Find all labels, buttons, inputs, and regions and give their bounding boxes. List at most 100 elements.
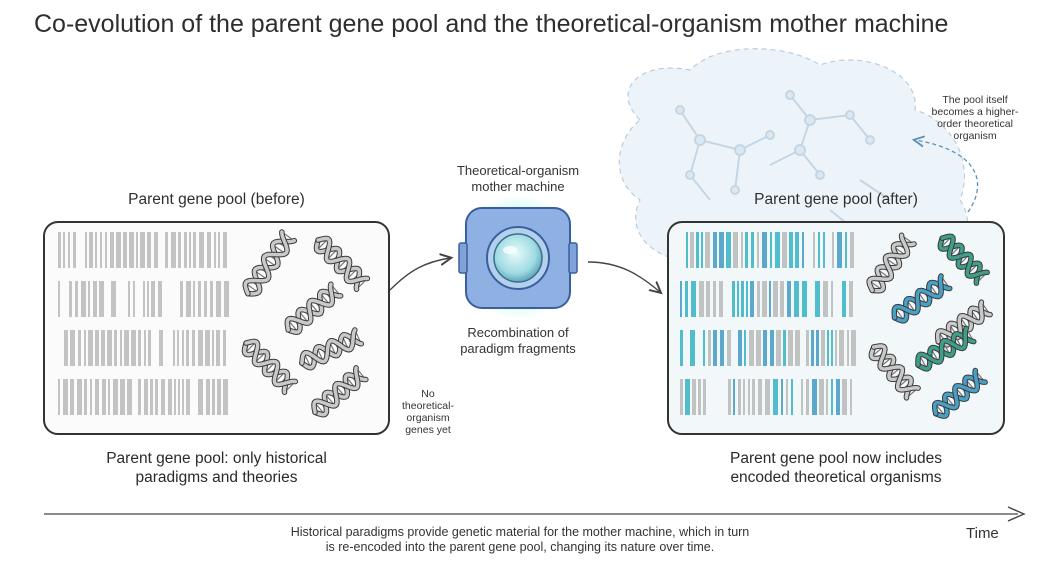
dna-helix-icon (931, 367, 988, 419)
stripe (182, 330, 184, 366)
stripe (165, 232, 168, 268)
stripe (720, 330, 724, 366)
stripe (850, 232, 854, 268)
stripe (78, 330, 81, 366)
stripe (786, 379, 788, 415)
stripe (124, 330, 129, 366)
stripe (690, 330, 695, 366)
stripe (763, 330, 767, 366)
stripe (95, 379, 99, 415)
stripe (752, 379, 755, 415)
page-title: Co-evolution of the parent gene pool and… (34, 10, 949, 38)
stripe (198, 330, 203, 366)
stripe (732, 281, 735, 317)
stripe (750, 281, 754, 317)
stripe (813, 232, 815, 268)
stripe (198, 379, 203, 415)
dna-helix-icon (241, 338, 299, 396)
stripe (781, 379, 783, 415)
stripe (719, 281, 723, 317)
stripe (138, 330, 141, 366)
stripe (849, 281, 853, 317)
stripe (713, 232, 717, 268)
stripe (58, 232, 61, 268)
stripe (107, 330, 112, 366)
stripe (703, 379, 706, 415)
dna-helix-icon (311, 365, 369, 418)
molecule-network-icon (675, 90, 891, 231)
stripe (728, 379, 731, 415)
stripe (737, 281, 739, 317)
stripe (690, 232, 694, 268)
before-dna-group (241, 229, 371, 418)
stripe (58, 379, 60, 415)
stripe (90, 379, 92, 415)
stripe (708, 330, 711, 366)
stripe (204, 281, 207, 317)
stripe (105, 232, 107, 268)
stripe (691, 281, 696, 317)
stripe (77, 379, 82, 415)
stripe (719, 232, 724, 268)
stripe (111, 281, 116, 317)
stripe (218, 232, 220, 268)
stripe (75, 281, 78, 317)
after-caption: Parent gene pool now includes encoded th… (730, 450, 942, 486)
stripe (223, 232, 227, 268)
stripe (745, 232, 748, 268)
stripe (698, 379, 701, 415)
stripe (102, 379, 106, 415)
stripe (147, 232, 151, 268)
stripe (811, 330, 814, 366)
stripe (147, 281, 149, 317)
dna-helix-icon (915, 325, 977, 372)
stripe (706, 281, 710, 317)
stripe (68, 232, 70, 268)
stripe (95, 232, 97, 268)
stripe (783, 330, 786, 366)
stripe (178, 379, 180, 415)
stripe (123, 232, 127, 268)
stripe (696, 232, 699, 268)
stripe (143, 281, 145, 317)
before-caption: Parent gene pool: only historical paradi… (106, 450, 327, 486)
stripe (826, 379, 828, 415)
dna-helix-icon (284, 281, 344, 336)
stripe (749, 330, 754, 366)
stripe (63, 379, 68, 415)
machine-caption: Recombination of paradigm fragments (460, 325, 576, 356)
stripe (845, 232, 847, 268)
stripe (64, 330, 68, 366)
stripe (171, 232, 176, 268)
stripe (212, 379, 215, 415)
stripe (214, 232, 216, 268)
stripe (692, 379, 696, 415)
stripe (794, 281, 799, 317)
stripe (70, 330, 75, 366)
stripe (686, 232, 688, 268)
stripe (770, 330, 774, 366)
cloud-arrow (915, 140, 979, 213)
stripe (116, 232, 121, 268)
stripe (815, 281, 820, 317)
stripe (685, 281, 688, 317)
stripe (224, 281, 229, 317)
dna-helix-icon (242, 229, 298, 297)
stripe (743, 379, 745, 415)
stripe (741, 281, 744, 317)
stripe (851, 330, 856, 366)
stripe (827, 330, 829, 366)
stripe (206, 379, 210, 415)
stripe (154, 232, 158, 268)
stripe (128, 281, 130, 317)
after-stripes (680, 232, 856, 415)
stripe (699, 281, 704, 317)
stripe (757, 232, 759, 268)
stripe (787, 281, 791, 317)
stripe (186, 379, 190, 415)
stripe (186, 281, 191, 317)
stripe (193, 232, 196, 268)
dna-helix-icon (313, 235, 371, 293)
stripe (184, 232, 187, 268)
stripe (705, 232, 710, 268)
